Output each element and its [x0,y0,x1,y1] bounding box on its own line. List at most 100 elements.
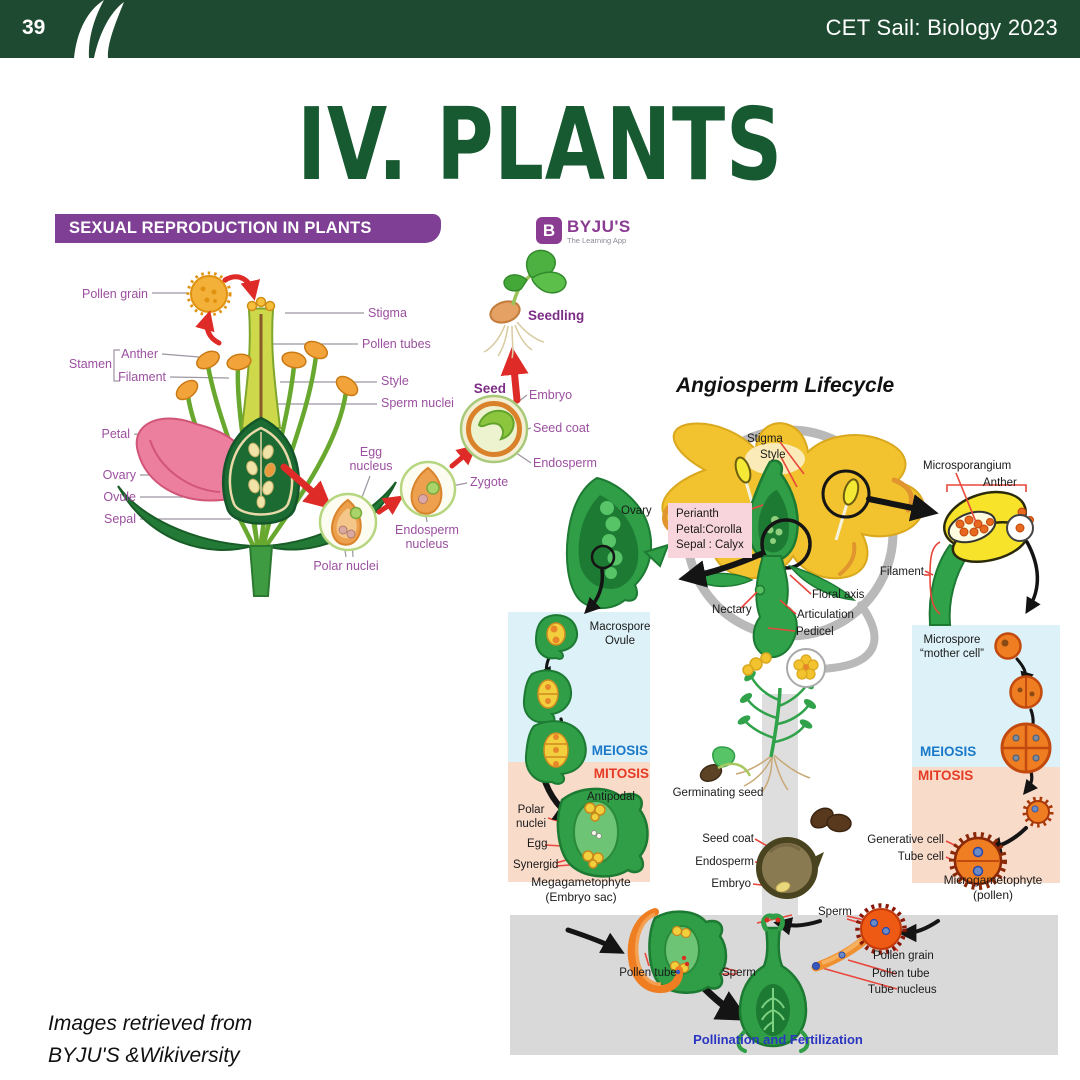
header-bar [0,0,1080,64]
lc-label-style: Style [760,449,786,461]
label-anther: Anther [121,347,158,361]
petal-fold [149,439,221,493]
dispersed-seeds [810,807,852,833]
ovary-inner-border [228,426,294,516]
lc-label-mitosis-left: MITOSIS [593,766,649,781]
lifecycle-illustration [508,422,1060,1055]
page-title: IV. PLANTS [297,86,783,203]
label-filament: Filament [118,370,166,384]
lc-label-tube-cell: Tube cell [897,851,944,863]
lc-label-anther: Anther [983,477,1017,489]
label-egg-nucleus: Egg nucleus [349,445,393,474]
lc-label-pollen-tube-left: Pollen tube [619,967,677,979]
page-number: 39 [22,16,46,39]
fertilization-ovule [627,908,728,994]
mature-plant [735,648,826,793]
ovary-callout-circle [760,518,812,570]
lc-label-mitosis-right: MITOSIS [918,768,974,783]
lc-label-articulation: Articulation [797,609,854,621]
byjus-logo-name: BYJU'S [567,217,631,236]
seedling-illustration [483,249,567,359]
label-seedling: Seedling [528,308,585,323]
megaspore-stages [522,614,587,785]
lc-label-nectary: Nectary [712,604,752,616]
section-banner: SEXUAL REPRODUCTION IN PLANTS [55,214,441,243]
anther-callout-circle [821,469,871,519]
label-pollen-tubes: Pollen tubes [362,337,431,351]
lc-label-polar-nuclei: Polar nuclei [515,804,547,831]
byjus-flower-illustration [113,249,567,597]
lc-label-megagametophyte: Megagametophyte (Embryo sac) [531,875,631,904]
ovules [246,442,276,509]
lc-label-embryo: Embryo [711,878,751,890]
embryo-sac-circle [318,492,378,552]
fertilization-pistil [736,913,810,1053]
ovary-closeup [565,476,670,609]
lc-label-floral-axis: Floral axis [812,589,865,601]
lc-label-pollen-grain: Pollen grain [873,950,934,962]
label-stigma: Stigma [368,306,407,320]
byjus-logo: B BYJU'S The Learning App [536,217,631,245]
lc-label-pollen-tube-right: Pollen tube [872,968,930,980]
flower-stem [248,545,274,597]
lc-label-sperm-right: Sperm [818,906,852,918]
label-endosperm: Endosperm [533,456,597,470]
lc-label-seed-coat: Seed coat [702,833,754,845]
label-sepal: Sepal [104,512,136,526]
label-sperm-nuclei: Sperm nuclei [381,396,454,410]
lc-label-macrospore: Macrospore Ovule [589,621,651,648]
label-ovary: Ovary [102,468,136,482]
lc-label-stigma: Stigma [747,433,783,445]
lc-label-germinating-seed: Germinating seed [672,787,764,799]
lc-label-meiosis-left: MEIOSIS [591,743,648,758]
byjus-logo-icon: B [536,217,562,244]
label-petal: Petal [101,427,131,441]
label-seed-coat: Seed coat [533,421,590,435]
microspore-stages [949,632,1054,890]
lc-label-ovary: Ovary [621,505,652,517]
lc-label-sperm-left: Sperm [722,967,756,979]
lc-label-microspore: Microspore “mother cell” [920,634,984,661]
lifecycle-title: Angiosperm Lifecycle [676,374,895,397]
germinating-seed-sprite [699,746,752,782]
image-credit: Images retrieved from BYJU'S &Wikiversit… [48,1012,253,1067]
label-endosperm-nucleus: Endosperm nucleus [395,523,459,552]
label-style: Style [381,374,409,388]
anther-left [734,456,752,484]
lc-label-meiosis-right: MEIOSIS [920,744,977,759]
seed-section [756,837,824,899]
zygote-circle [399,460,457,518]
lc-label-tube-nucleus: Tube nucleus [868,984,937,996]
label-ovule: Ovule [103,490,136,504]
label-embryo: Embryo [529,388,573,402]
lc-label-filament: Filament [879,566,924,578]
label-highlight [745,443,805,475]
red-arrows [195,274,529,515]
sail-logo-icon [74,0,124,64]
seed-circle [459,394,529,464]
lc-label-perianth: Perianth Petal:Corolla Sepal : Calyx [668,503,752,558]
lc-label-endosperm: Endosperm [695,856,754,868]
anther-closeup [928,490,1034,626]
megagametophyte-sprite [556,787,649,878]
label-polar-nuclei: Polar nuclei [313,559,379,573]
lc-label-microsporangium: Microsporangium [923,460,1012,472]
lc-label-pedicel: Pedicel [796,626,834,638]
lc-label-synergid: Synergid [513,859,559,871]
germinating-pollen-grain [811,903,907,972]
label-stamen: Stamen [68,357,112,371]
lc-leaf-right [787,564,856,601]
anther-right [842,478,860,506]
anthers [175,340,359,401]
lc-stem [752,555,798,659]
nectary-bump [754,584,766,596]
byjus-logo-tagline: The Learning App [567,236,627,245]
lc-label-microgametophyte: Microgametophyte (pollen) [943,873,1043,902]
lc-label-antipodal: Antipodal [587,791,635,803]
label-zygote: Zygote [470,475,509,489]
course-title: CET Sail: Biology 2023 [825,15,1058,40]
lc-label-generative-cell: Generative cell [867,834,944,846]
lc-label-egg: Egg [527,838,548,850]
